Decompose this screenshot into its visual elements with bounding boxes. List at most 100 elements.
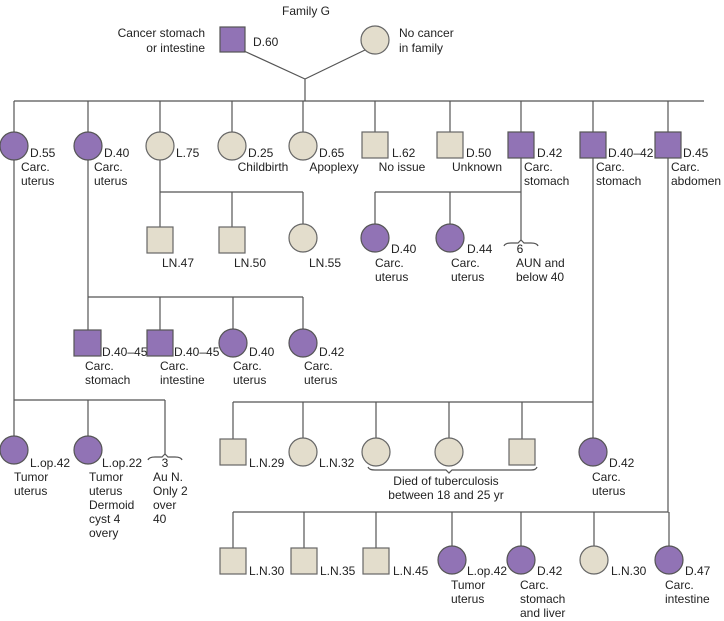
individual-unaffected-male [146, 226, 174, 254]
d4042-children: L.N.29 L.N.32 Died of tuberculosis betwe… [219, 437, 635, 502]
connector-line [13, 101, 669, 132]
individual-affected-male [73, 329, 102, 357]
individual-affected-male [654, 131, 682, 159]
individual-label: L.N.30 [611, 564, 647, 578]
individual-unaffected-male [436, 131, 464, 159]
individual-unaffected-female [434, 437, 464, 467]
individual-label: D.50 [466, 146, 492, 160]
connector-line [87, 160, 304, 330]
individual-label: uterus [304, 373, 337, 387]
d45-children: L.N.30 L.N.35 L.N.45 L.op.42Tumoruterus … [219, 545, 711, 620]
individual-label: Childbirth [238, 160, 289, 174]
individual-label: over [153, 498, 176, 512]
individual-unaffected-female [217, 131, 247, 161]
individual-unaffected-female [579, 545, 609, 575]
legend-unaffected-line1: No cancer [399, 26, 454, 40]
individual-affected-female [578, 437, 608, 467]
individual-label: stomach [524, 174, 569, 188]
individual-label: Carc. [94, 160, 123, 174]
individual-label: intestine [665, 592, 710, 606]
individual-label: Only 2 [153, 484, 188, 498]
individual-label: L.N.45 [393, 564, 429, 578]
individual-label: Carc. [671, 160, 700, 174]
connector-line [13, 160, 166, 454]
individual-label: uterus [94, 174, 127, 188]
individual-affected-female [437, 545, 467, 575]
individual-label: uterus [89, 484, 122, 498]
legend-affected-line1: Cancer stomach [118, 26, 205, 40]
individual-unaffected-male [362, 547, 390, 575]
individual-label: L.op.42 [467, 564, 507, 578]
individual-label: D.40–42 [608, 146, 654, 160]
pedigree-title: Family G [282, 4, 330, 18]
individual-label: Carc. [233, 359, 262, 373]
individual-label: 3 [162, 456, 169, 470]
individual-affected-female [506, 545, 536, 575]
individual-label: LN.50 [234, 256, 266, 270]
individual-label: AUN and [516, 256, 565, 270]
individual-label: Carc. [451, 256, 480, 270]
individual-label: L.N.35 [320, 564, 356, 578]
individual-label: overy [89, 526, 118, 540]
individual-label: Unknown [452, 160, 502, 174]
individual-label: Carc. [524, 160, 553, 174]
individual-affected-female [0, 435, 29, 465]
individual-label: and liver [520, 606, 565, 620]
individual-label: stomach [85, 373, 130, 387]
individual-unaffected-male [218, 226, 246, 254]
individual-label: cyst 4 [89, 512, 121, 526]
individual-affected-male [507, 131, 535, 159]
father-affected-male [219, 26, 246, 53]
individual-label: Carc. [592, 470, 621, 484]
individual-label: uterus [375, 270, 408, 284]
individual-label: Apoplexy [309, 160, 358, 174]
individual-label: Dermoid [89, 498, 134, 512]
individual-label: uterus [451, 270, 484, 284]
individual-affected-female [0, 131, 29, 161]
individual-label: LN.55 [309, 256, 341, 270]
individual-label: L.62 [392, 146, 416, 160]
legend-unaffected-line2: in family [399, 41, 443, 55]
legend-affected-line2: or intestine [146, 41, 205, 55]
l75-children: LN.47 LN.50 LN.55 [146, 223, 341, 270]
individual-label: LN.47 [162, 256, 194, 270]
individual-label: Tumor [451, 578, 485, 592]
individual-label: D.44 [467, 242, 493, 256]
individual-affected-female [654, 545, 684, 575]
individual-label: uterus [21, 174, 54, 188]
individual-label: Carc. [375, 256, 404, 270]
individual-label: D.40 [104, 146, 130, 160]
individual-label: Tumor [89, 470, 123, 484]
individual-label: uterus [592, 484, 625, 498]
connector-line [14, 49, 704, 102]
individual-label: D.47 [685, 564, 711, 578]
father-label: D.60 [253, 35, 279, 49]
individual-unaffected-female [361, 437, 391, 467]
individual-label: D.40–45 [102, 345, 148, 359]
individual-label: 40 [153, 512, 167, 526]
individual-affected-male [146, 329, 174, 357]
sibship-brace-6 [503, 239, 539, 247]
individual-label: D.55 [30, 146, 56, 160]
individual-label: D.40 [249, 345, 275, 359]
individual-label: L.N.30 [249, 564, 285, 578]
individual-label: abdomen [671, 174, 721, 188]
individual-label: stomach [520, 592, 565, 606]
individual-label: uterus [233, 373, 266, 387]
individual-label: Carc. [85, 359, 114, 373]
individual-label: L.op.22 [102, 456, 142, 470]
individual-label: No issue [379, 160, 426, 174]
connector-line [232, 158, 670, 548]
individual-label: L.75 [176, 146, 200, 160]
individual-label: Carc. [160, 359, 189, 373]
individual-unaffected-male [219, 438, 247, 466]
individual-label: stomach [596, 174, 641, 188]
individual-unaffected-male [508, 438, 536, 466]
individual-label: D.42 [609, 456, 635, 470]
individual-label: D.40–45 [174, 345, 220, 359]
individual-label: L.N.29 [249, 456, 285, 470]
individual-affected-female [218, 328, 248, 358]
individual-label: L.op.42 [30, 456, 70, 470]
